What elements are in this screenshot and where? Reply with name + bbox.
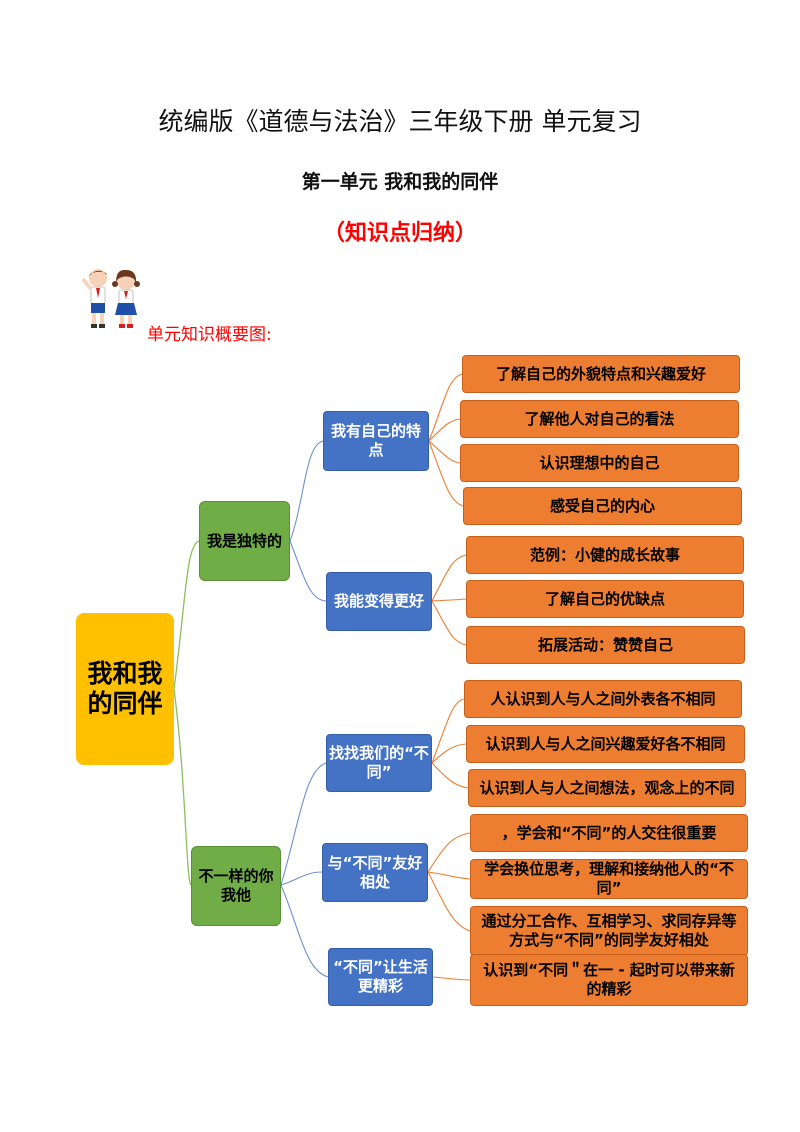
point-item: 学会换位思考，理解和接纳他人的“不同”	[470, 859, 748, 899]
connector-branch1-topic2	[289, 540, 327, 602]
connector-branch1-topic1	[289, 440, 324, 542]
connector-root-branch1	[173, 540, 200, 690]
point-item: 感受自己的内心	[463, 487, 742, 525]
connector-branch2-topic4	[280, 871, 323, 886]
point-item: 认识到“不同＂在一 - 起时可以带来新的精彩	[470, 954, 748, 1006]
point-item: 认识到人与人之间兴趣爱好各不相同	[466, 725, 745, 763]
topic-find-differences: 找找我们的“不同”	[326, 734, 432, 792]
overview-label: 单元知识概要图:	[147, 325, 272, 345]
connector-branch2-topic5	[280, 884, 329, 978]
connector-root-branch2	[173, 688, 192, 886]
connector-branch2-topic3	[280, 762, 327, 886]
point-item: 了解他人对自己的看法	[460, 400, 739, 438]
point-item: 认识到人与人之间想法，观念上的不同	[468, 769, 746, 807]
topic-my-features: 我有自己的特点	[323, 411, 429, 471]
topic-become-better: 我能变得更好	[326, 572, 432, 631]
page-title: 统编版《道德与法治》三年级下册 单元复习	[158, 107, 642, 136]
point-item: 了解自己的外貌特点和兴趣爱好	[462, 355, 740, 393]
kids-illustration-icon	[81, 269, 140, 328]
branch-unique-me: 我是独特的	[199, 501, 290, 581]
point-item: 通过分工合作、互相学习、求同存异等方式与“不同”的同学友好相处	[470, 906, 748, 956]
topic-get-along-with-differences: 与“不同”友好相处	[322, 843, 428, 902]
point-item: ，学会和“不同”的人交往很重要	[470, 814, 748, 852]
section-title: （知识点归纳）	[322, 221, 477, 246]
branch-different-you-me-them: 不一样的你我他	[191, 846, 281, 926]
point-item: 人认识到人与人之间外表各不相同	[464, 680, 742, 718]
point-item: 了解自己的优缺点	[466, 580, 744, 618]
point-item: 范例：小健的成长故事	[466, 536, 744, 574]
mindmap-root: 我和我的同伴	[76, 613, 174, 765]
unit-subtitle: 第一单元 我和我的同伴	[301, 171, 499, 193]
topic-differences-make-life-wonderful: “不同”让生活更精彩	[328, 948, 433, 1006]
point-item: 认识理想中的自己	[460, 444, 739, 482]
point-item: 拓展活动：赞赞自己	[466, 626, 745, 664]
